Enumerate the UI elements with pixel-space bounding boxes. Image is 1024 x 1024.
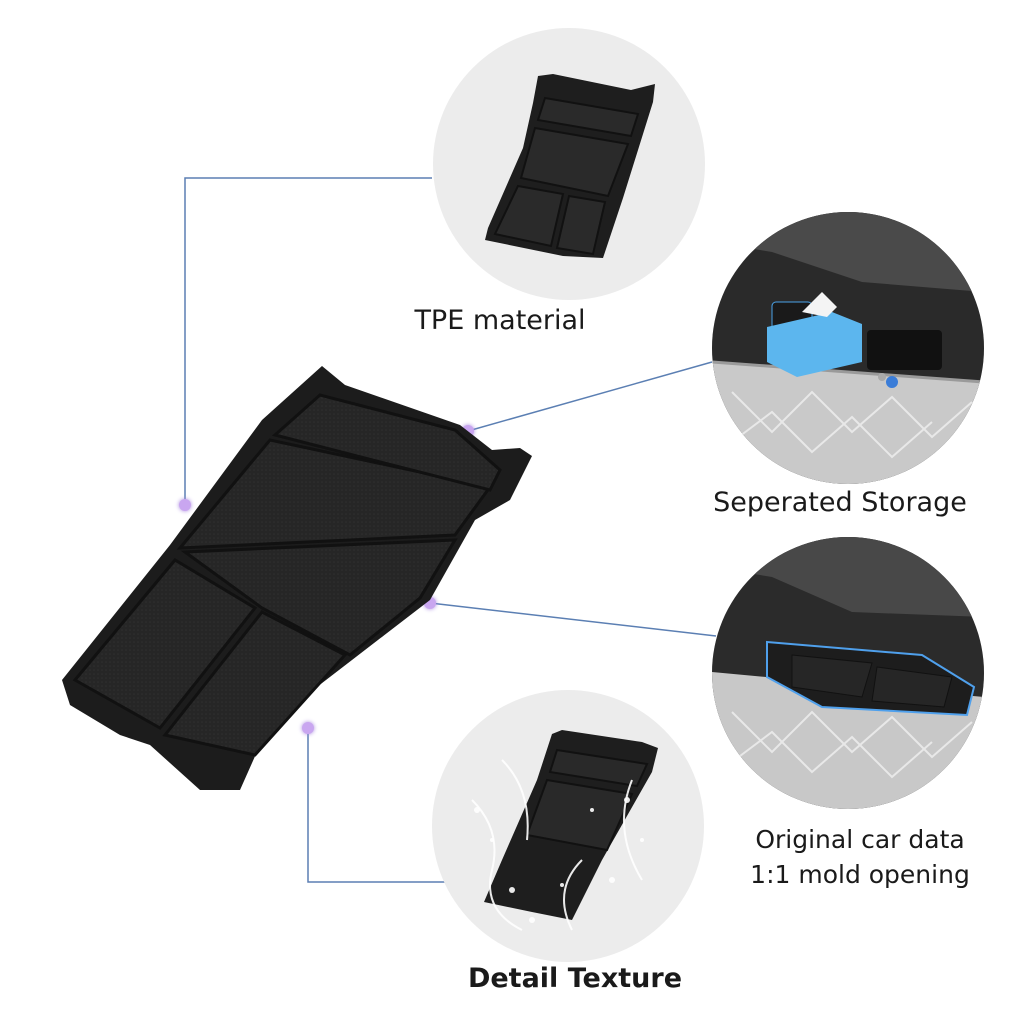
connector-storage — [467, 361, 713, 432]
connector-texture — [307, 728, 446, 883]
caption-seperated-storage: Seperated Storage — [713, 487, 967, 518]
circle-original-car-data — [712, 537, 984, 809]
circle-tpe-material — [433, 28, 705, 300]
caption-original-car-data: Original car data 1:1 mold opening — [730, 822, 990, 892]
circle-detail-texture — [432, 690, 704, 962]
connector-dot-mold — [424, 597, 436, 609]
connector-tpe — [184, 177, 432, 505]
connector-mold — [429, 602, 717, 637]
caption-detail-texture: Detail Texture — [467, 963, 683, 994]
water-splash-tray-photo — [471, 730, 658, 931]
car-console-fit-photo — [712, 537, 984, 809]
connector-dot-storage — [462, 425, 474, 437]
caption-line-2: 1:1 mold opening — [750, 860, 970, 889]
connector-dot-texture — [302, 722, 314, 734]
car-console-storage-photo — [712, 212, 984, 484]
caption-line-1: Original car data — [755, 825, 965, 854]
caption-tpe-material: TPE material — [414, 305, 586, 336]
mini-tray-icon — [485, 74, 655, 258]
connector-dot-tpe — [179, 499, 191, 511]
circle-seperated-storage — [712, 212, 984, 484]
tissue-box-icon — [767, 312, 862, 377]
